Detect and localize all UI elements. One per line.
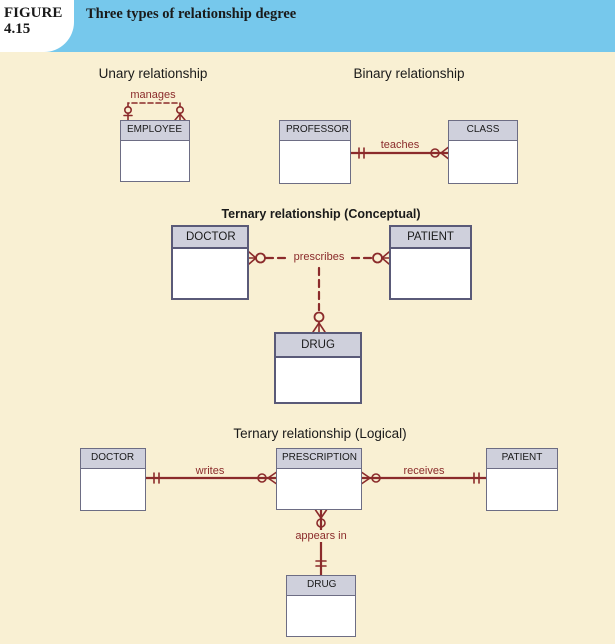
entity-professor: PROFESSOR — [279, 120, 351, 184]
entity-prescription-name: PRESCRIPTION — [277, 449, 361, 469]
figure-label-word: FIGURE — [4, 5, 63, 21]
entity-doctor-logical-name: DOCTOR — [81, 449, 145, 469]
entity-drug-conceptual: DRUG — [274, 332, 362, 404]
entity-doctor-conceptual-name: DOCTOR — [173, 227, 247, 249]
entity-drug-conceptual-name: DRUG — [276, 334, 360, 358]
figure-tab: FIGURE 4.15 — [0, 0, 74, 52]
relationship-label-prescribes: prescribes — [292, 251, 346, 263]
caption-ternary-conceptual: Ternary relationship (Conceptual) — [221, 207, 421, 221]
relationship-label-manages: manages — [130, 89, 176, 101]
figure-header: FIGURE 4.15 Three types of relationship … — [0, 0, 615, 52]
figure-label-number: 4.15 — [4, 21, 31, 37]
entity-drug-logical: DRUG — [286, 575, 356, 637]
entity-class: CLASS — [448, 120, 518, 184]
caption-ternary-logical: Ternary relationship (Logical) — [233, 426, 407, 441]
entity-patient-conceptual: PATIENT — [389, 225, 472, 300]
entity-doctor-logical: DOCTOR — [80, 448, 146, 511]
unary-manages-connector — [123, 102, 186, 121]
entity-patient-logical-name: PATIENT — [487, 449, 557, 469]
relationship-label-teaches: teaches — [380, 139, 420, 151]
caption-unary-relationship: Unary relationship — [98, 66, 208, 81]
entity-prescription: PRESCRIPTION — [276, 448, 362, 510]
entity-professor-name: PROFESSOR — [280, 121, 350, 141]
relationship-label-writes: writes — [195, 465, 225, 477]
relationship-label-appears-in: appears in — [294, 530, 348, 542]
entity-doctor-conceptual: DOCTOR — [171, 225, 249, 300]
entity-employee: EMPLOYEE — [120, 120, 190, 182]
entity-drug-logical-name: DRUG — [287, 576, 355, 596]
ternary-logical-connector — [144, 471, 488, 577]
figure-number: FIGURE 4.15 — [4, 5, 62, 37]
entity-employee-name: EMPLOYEE — [121, 121, 189, 141]
binary-teaches-connector — [348, 146, 450, 160]
caption-binary-relationship: Binary relationship — [353, 66, 465, 81]
figure-title: Three types of relationship degree — [86, 6, 297, 22]
relationship-label-receives: receives — [403, 465, 445, 477]
ternary-conceptual-connector — [248, 251, 390, 333]
entity-patient-conceptual-name: PATIENT — [391, 227, 470, 249]
entity-class-name: CLASS — [449, 121, 517, 141]
entity-patient-logical: PATIENT — [486, 448, 558, 511]
